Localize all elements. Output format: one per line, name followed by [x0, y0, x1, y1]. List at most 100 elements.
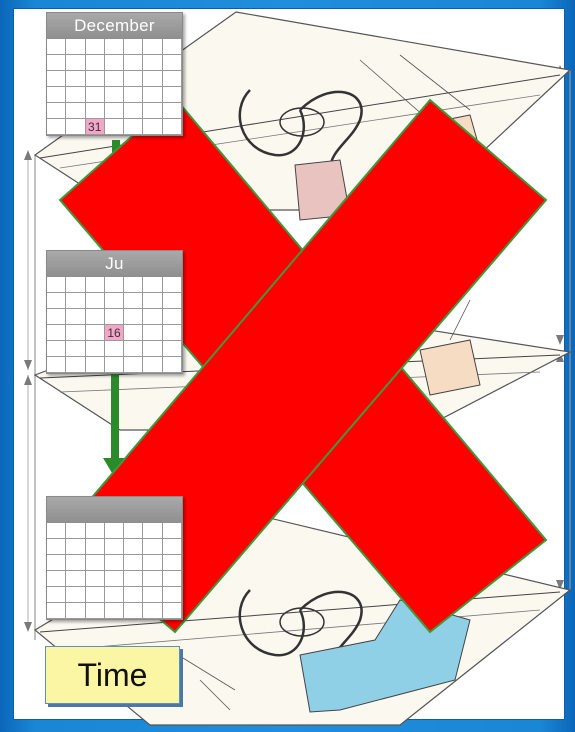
calendar-day-cell	[124, 571, 143, 587]
calendar-day-cell	[143, 341, 162, 357]
calendar-day-cell	[143, 357, 162, 373]
calendar-day-cell	[47, 571, 66, 587]
calendar-day-cell	[143, 325, 162, 341]
calendar-day-cell	[86, 293, 105, 309]
calendar-day-cell	[105, 277, 124, 293]
calendar-day-cell	[66, 55, 85, 71]
calendar-day-cell	[143, 87, 162, 103]
calendar-day-cell	[143, 539, 162, 555]
calendar-day-cell	[124, 103, 143, 119]
calendar-day-cell	[86, 555, 105, 571]
calendar-day-cell	[143, 555, 162, 571]
calendar-day-cell	[47, 119, 66, 135]
calendar-day-cell	[143, 293, 162, 309]
calendar-day-cell	[66, 539, 85, 555]
calendar-december: December 31	[46, 12, 183, 136]
calendar-day-cell	[66, 555, 85, 571]
calendar-day-cell	[86, 587, 105, 603]
calendar-day-cell	[47, 293, 66, 309]
calendar-day-cell	[124, 87, 143, 103]
calendar-highlighted-day: 31	[86, 119, 105, 135]
calendar-day-cell	[66, 39, 85, 55]
calendar-day-cell	[86, 523, 105, 539]
calendar-july: Ju 16	[46, 250, 183, 374]
calendar-month-label	[47, 497, 182, 523]
calendar-day-cell	[47, 539, 66, 555]
calendar-day-cell	[105, 39, 124, 55]
calendar-day-cell	[105, 87, 124, 103]
calendar-day-cell	[86, 325, 105, 341]
calendar-day-cell	[124, 39, 143, 55]
calendar-day-cell	[163, 555, 182, 571]
calendar-day-cell	[66, 71, 85, 87]
calendar-day-cell	[105, 341, 124, 357]
time-label: Time	[45, 646, 180, 704]
calendar-day-cell	[66, 325, 85, 341]
calendar-day-cell	[66, 571, 85, 587]
calendar-day-cell	[86, 39, 105, 55]
calendar-day-cell	[163, 603, 182, 619]
calendar-day-cell	[47, 587, 66, 603]
calendar-day-cell	[105, 55, 124, 71]
calendar-day-cell	[47, 39, 66, 55]
calendar-day-cell	[163, 325, 182, 341]
calendar-day-cell	[143, 603, 162, 619]
calendar-day-cell	[105, 71, 124, 87]
calendar-day-cell	[66, 87, 85, 103]
calendar-day-cell	[105, 587, 124, 603]
calendar-day-cell	[47, 55, 66, 71]
calendar-day-cell	[66, 523, 85, 539]
calendar-day-cell	[124, 555, 143, 571]
calendar-month-label: Ju	[47, 251, 182, 277]
calendar-day-cell	[124, 587, 143, 603]
calendar-day-cell	[66, 103, 85, 119]
calendar-day-cell	[124, 523, 143, 539]
calendar-day-cell	[124, 119, 143, 135]
calendar-day-cell	[143, 587, 162, 603]
calendar-day-cell	[124, 309, 143, 325]
calendar-day-cell	[163, 309, 182, 325]
calendar-day-cell	[163, 293, 182, 309]
calendar-day-cell	[163, 277, 182, 293]
calendar-day-cell	[124, 539, 143, 555]
calendar-day-cell	[124, 71, 143, 87]
calendar-day-cell	[163, 539, 182, 555]
calendar-day-cell	[143, 39, 162, 55]
calendar-day-cell	[143, 277, 162, 293]
calendar-day-cell	[105, 571, 124, 587]
calendar-day-cell	[163, 71, 182, 87]
calendar-day-cell	[86, 71, 105, 87]
calendar-day-cell	[47, 87, 66, 103]
calendar-day-cell	[105, 539, 124, 555]
calendar-day-cell	[163, 87, 182, 103]
calendar-day-cell	[86, 309, 105, 325]
calendar-day-cell	[86, 87, 105, 103]
calendar-day-cell	[105, 357, 124, 373]
calendar-day-cell	[163, 103, 182, 119]
calendar-day-cell	[105, 309, 124, 325]
calendar-day-cell	[143, 119, 162, 135]
calendar-day-cell	[143, 55, 162, 71]
calendar-day-cell	[47, 277, 66, 293]
calendar-day-cell	[143, 103, 162, 119]
calendar-day-cell	[124, 293, 143, 309]
calendar-day-cell	[124, 325, 143, 341]
calendar-day-cell	[86, 603, 105, 619]
calendar-day-cell	[86, 571, 105, 587]
calendar-day-cell	[47, 341, 66, 357]
calendar-month-label: December	[47, 13, 182, 39]
calendar-day-cell	[66, 341, 85, 357]
calendar-day-cell	[47, 603, 66, 619]
calendar-day-cell	[163, 341, 182, 357]
calendar-day-cell	[66, 587, 85, 603]
calendar-day-cell	[163, 571, 182, 587]
calendar-day-cell	[47, 309, 66, 325]
calendar-day-cell	[143, 571, 162, 587]
calendar-day-cell	[66, 309, 85, 325]
calendar-day-cell	[105, 555, 124, 571]
calendar-day-cell	[86, 357, 105, 373]
calendar-day-cell	[163, 523, 182, 539]
calendar-day-cell	[66, 603, 85, 619]
calendar-day-cell	[47, 523, 66, 539]
calendar-day-cell	[143, 523, 162, 539]
